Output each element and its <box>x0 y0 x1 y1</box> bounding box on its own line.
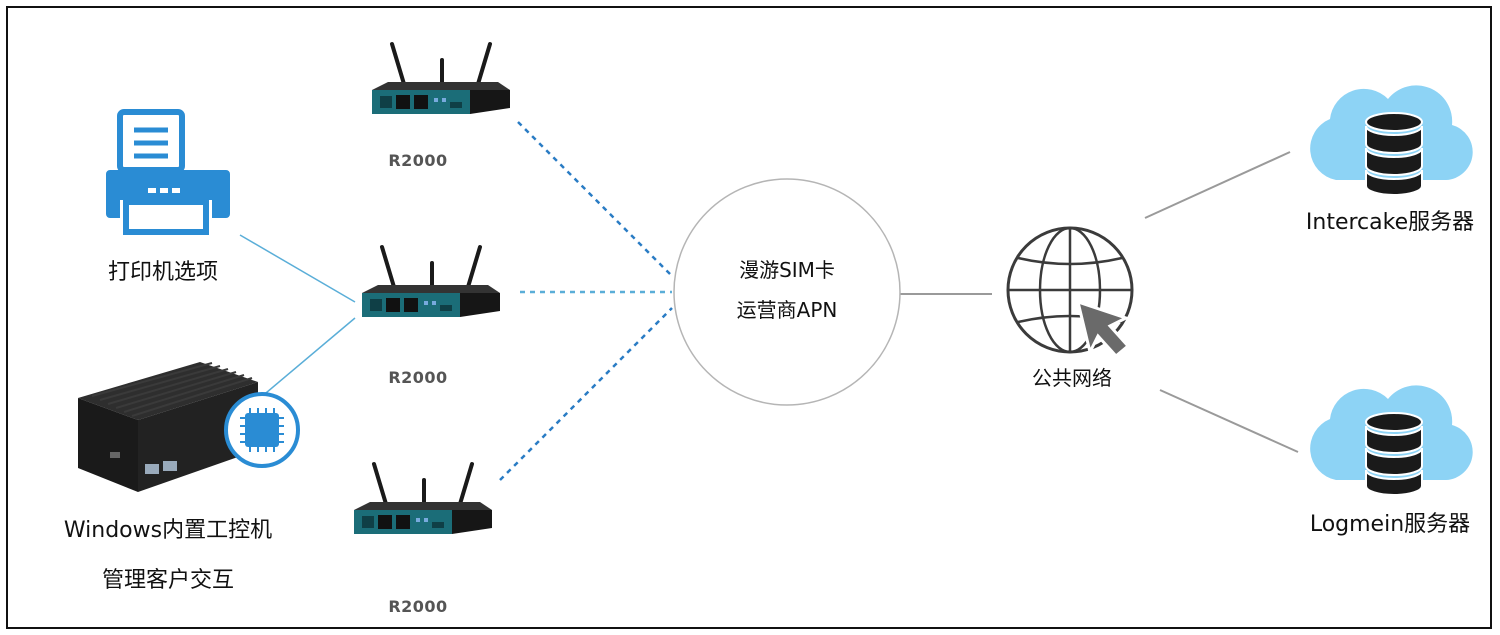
printer-icon <box>106 109 230 235</box>
link-router-top-sim <box>517 121 673 277</box>
router-bottom-label: R2000 <box>388 597 448 616</box>
internet-label: 公共网络 <box>1032 366 1112 390</box>
router-icon-top <box>370 42 512 116</box>
link-router-bottom-sim <box>499 307 673 481</box>
ipc-label-line1: Windows内置工控机 <box>63 518 273 543</box>
router-icon-mid <box>360 245 502 319</box>
server-logmein-label: Logmein服务器 <box>1309 512 1471 537</box>
link-internet-intercake <box>1144 151 1291 219</box>
sim-apn-circle <box>673 178 901 406</box>
sim-label-line1: 漫游SIM卡 <box>739 258 835 282</box>
connection-lines <box>239 121 1299 481</box>
chip-icon <box>224 392 300 468</box>
cloud-database-icon-intercake <box>1309 84 1474 196</box>
router-icon-bottom <box>352 462 494 536</box>
sim-label-line2: 运营商APN <box>736 298 838 322</box>
link-internet-logmein <box>1159 389 1299 453</box>
cloud-database-icon-logmein <box>1309 384 1474 496</box>
router-mid-label: R2000 <box>388 368 448 387</box>
industrial-pc-icon <box>78 362 258 492</box>
globe-icon <box>1006 226 1134 354</box>
printer-label: 打印机选项 <box>107 260 219 285</box>
cursor-arrow-icon <box>1075 299 1131 359</box>
link-ipc-router-mid <box>259 317 356 399</box>
link-printer-router-mid <box>239 234 356 303</box>
server-intercake-label: Intercake服务器 <box>1305 210 1475 235</box>
ipc-label-line2: 管理客户交互 <box>101 568 235 593</box>
router-top-label: R2000 <box>388 151 448 170</box>
